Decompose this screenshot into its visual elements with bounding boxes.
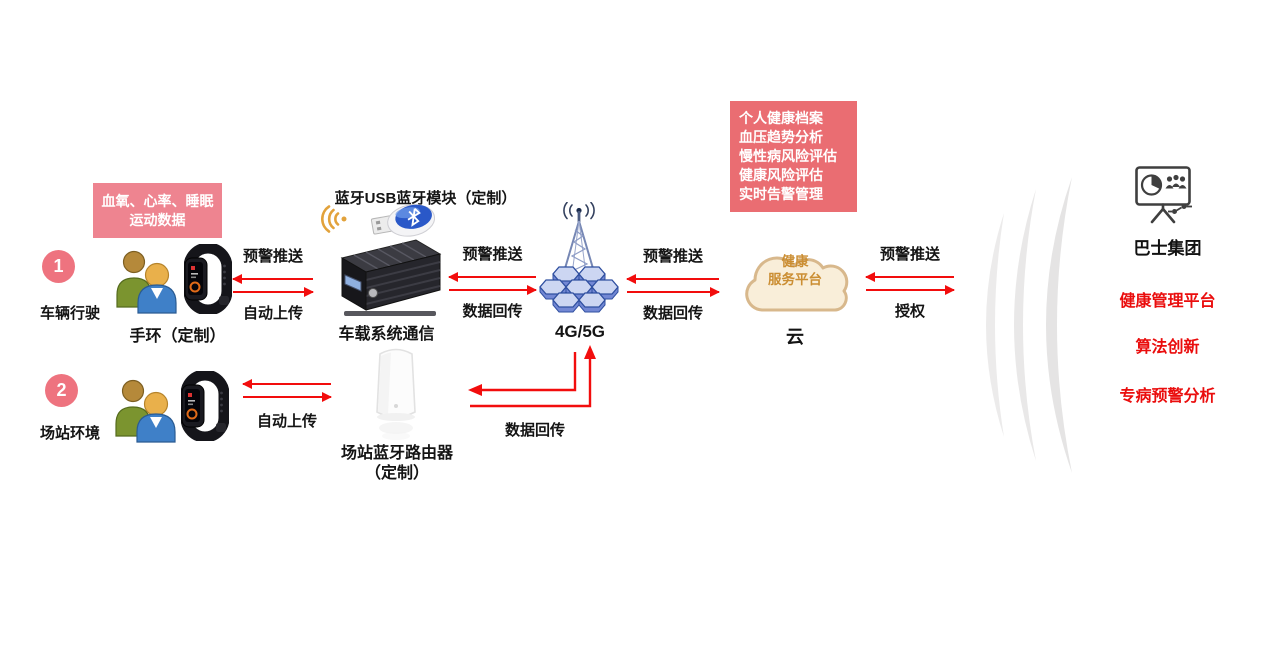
people-icon [116,250,177,314]
service-line: 健康风险评估 [739,167,823,183]
step-2-badge: 2 [45,374,78,407]
cloud-platform-text: 健康 服务平台 [732,253,858,289]
row2-return-label: 数据回传 [504,422,565,439]
arrow-right [233,287,314,297]
service-line: 血压趋势分析 [739,129,823,145]
cloud-services-box: 个人健康档案 血压趋势分析 慢性病风险评估 健康风险评估 实时告警管理 [730,101,857,212]
bluetooth-dongle-icon [370,204,436,237]
cloud-text-line2: 服务平台 [768,272,822,287]
ripple-arcs [986,177,1072,473]
vitals-line-1: 血氧、心率、睡眠 [101,192,214,209]
arrow-right [866,285,955,295]
arrow-right [243,392,332,402]
router-tower-arrows [468,345,596,408]
right-item-1: 健康管理平台 [1119,293,1216,310]
presentation-board-icon [1135,166,1192,224]
link4-top-label: 预警推送 [879,246,940,263]
cell-tower-icon [539,202,619,313]
link2-bottom-label: 数据回传 [462,303,523,320]
arrow-right [627,287,720,297]
arrow-left [232,274,313,284]
vitals-line-2: 运动数据 [129,211,186,228]
org-label: 巴士集团 [1133,239,1202,258]
link-tower-cloud: 预警推送 数据回传 [626,245,720,323]
wifi-signal-icon [321,205,347,233]
right-item-2: 算法创新 [1135,339,1200,356]
row2-label: 场站环境 [40,425,101,442]
wristband-icon [181,371,229,441]
right-item-3: 专病预警分析 [1119,388,1216,405]
band-label: 手环（定制） [129,328,226,345]
link1-bottom-label: 自动上传 [242,305,303,322]
bt-module-title: 蓝牙USB蓝牙模块（定制） [334,190,517,207]
cloud-label: 云 [786,327,804,347]
link-cloud-group: 预警推送 授权 [865,243,955,321]
router-label-line2: （定制） [364,465,429,482]
link3-bottom-label: 数据回传 [642,305,703,322]
link1-top-label: 预警推送 [242,248,303,265]
vehicle-terminal-label: 车载系统通信 [338,326,435,343]
row1-label: 车辆行驶 [40,305,101,322]
link-band-router: 自动上传 [242,379,332,431]
vitals-data-box: 血氧、心率、睡眠 运动数据 [93,183,222,238]
link-vehicle-tower: 预警推送 数据回传 [448,243,537,321]
arrow-left [865,272,954,282]
router-icon [376,348,416,440]
network-label: 4G/5G [554,322,606,341]
service-line: 慢性病风险评估 [739,148,837,164]
cloud-icon [745,256,849,312]
wristband-icon [184,244,232,314]
link2-top-label: 预警推送 [462,246,523,263]
arrow-left [242,379,331,389]
vehicle-terminal-image [340,239,442,316]
people-icon [115,379,176,443]
link-band-vehicle: 预警推送 自动上传 [232,245,314,323]
link3-top-label: 预警推送 [642,248,703,265]
cloud-text-line1: 健康 [781,254,809,269]
service-line: 实时告警管理 [739,186,823,202]
arrow-left [626,274,719,284]
arrow-left [448,272,536,282]
step-1-badge: 1 [42,250,75,283]
row2-upload-label: 自动上传 [256,413,317,430]
router-label-line1: 场站蓝牙路由器 [340,445,453,462]
link4-bottom-label: 授权 [894,303,925,320]
service-line: 个人健康档案 [739,110,823,126]
arrow-right [449,285,537,295]
